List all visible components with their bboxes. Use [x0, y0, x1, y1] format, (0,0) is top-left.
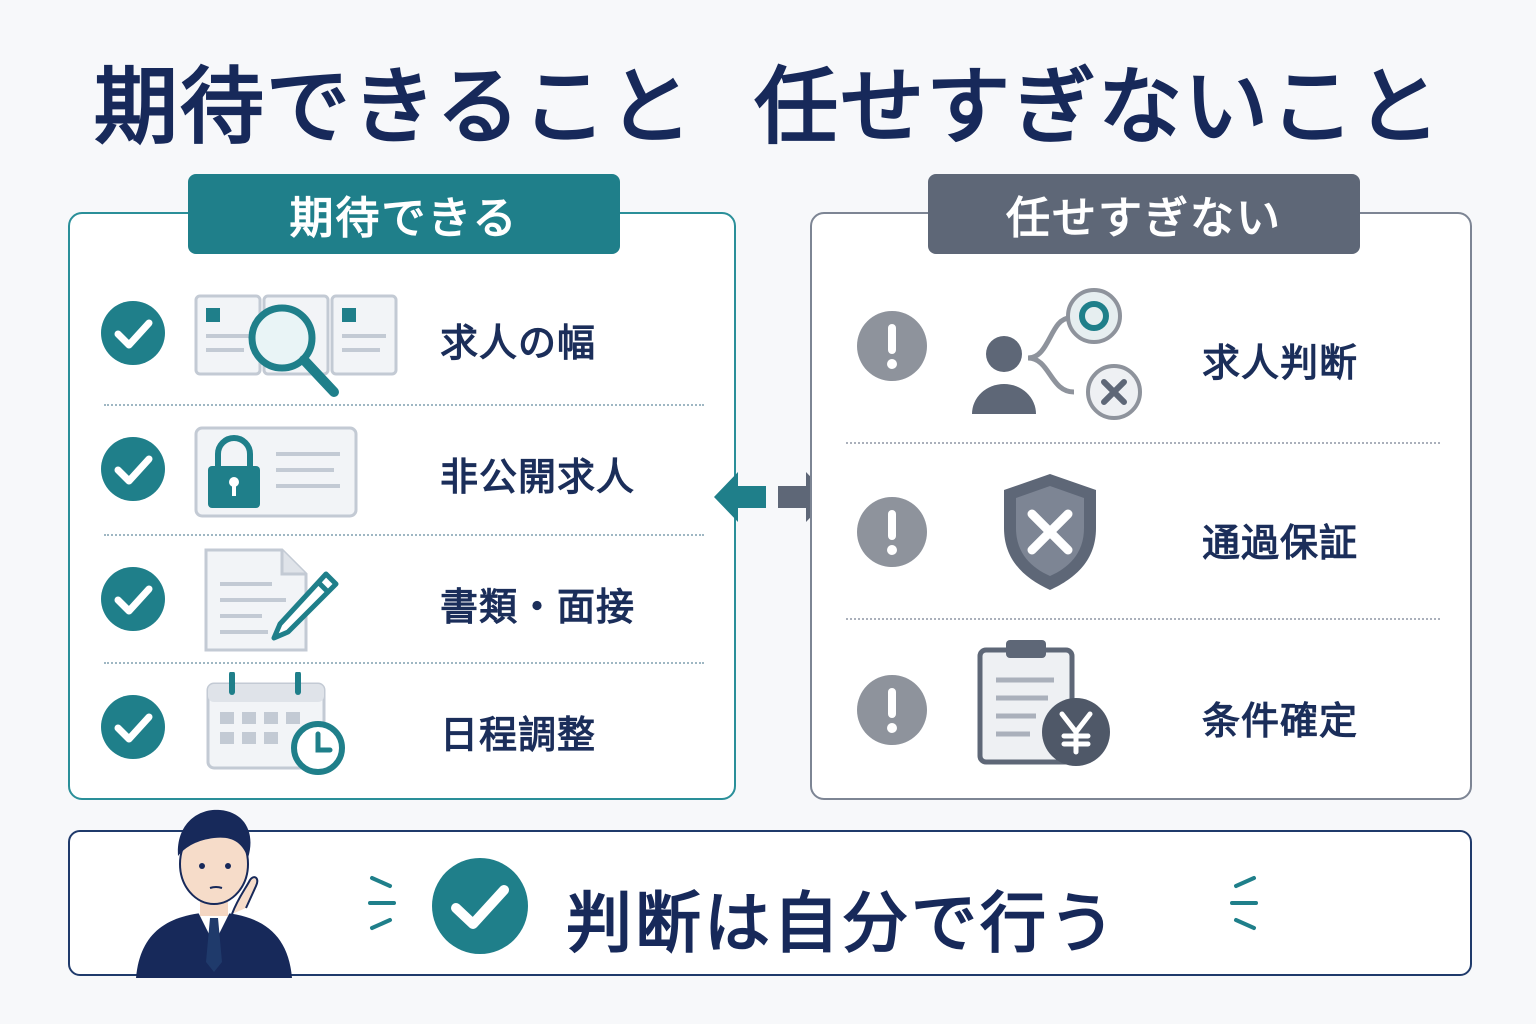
check-icon [101, 437, 165, 501]
expected-item-label: 日程調整 [440, 713, 597, 757]
check-icon [101, 567, 165, 631]
caution-item-pass-guarantee: 通過保証 [812, 464, 1470, 604]
not-delegate-panel: 任せすぎない 求人判断 通 [810, 174, 1472, 800]
conclusion-text: 判断は自分で行う [566, 885, 1118, 962]
clipboard-yen-icon [977, 640, 1110, 766]
expected-item-label: 求人の幅 [440, 321, 597, 365]
emphasis-marks-right-icon [1230, 876, 1258, 930]
expected-item-hidden-jobs: 非公開求人 [70, 420, 734, 540]
expected-panel-header: 期待できる [188, 174, 620, 254]
job-listings-search-icon [194, 294, 398, 397]
title-not-delegate: 任せすぎないこと [754, 58, 1443, 156]
caution-item-label: 条件確定 [1202, 699, 1359, 743]
expected-item-label: 書類・面接 [440, 585, 636, 629]
locked-listing-icon [194, 426, 358, 518]
expected-item-scheduling: 日程調整 [70, 672, 734, 798]
check-icon [101, 301, 165, 365]
businessman-thinking-illustration [136, 809, 292, 978]
person-decision-icon [972, 288, 1142, 420]
expected-item-label: 非公開求人 [440, 455, 636, 499]
expected-item-docs-interview: 書類・面接 [70, 548, 734, 670]
divider [846, 618, 1440, 620]
title-expected: 期待できること [93, 58, 695, 156]
expected-panel: 期待できる 求人の幅 [68, 174, 736, 800]
shield-x-icon [1004, 474, 1096, 590]
divider [104, 534, 704, 536]
not-delegate-panel-header: 任せすぎない [928, 174, 1360, 254]
divider [846, 442, 1440, 444]
exclamation-icon [857, 497, 927, 567]
caution-item-label: 通過保証 [1202, 521, 1359, 565]
divider [104, 404, 704, 406]
divider [104, 662, 704, 664]
exclamation-icon [857, 675, 927, 745]
exclamation-icon [857, 311, 927, 381]
expected-item-job-range: 求人の幅 [70, 284, 734, 404]
emphasis-marks-left-icon [368, 876, 396, 930]
calendar-clock-icon [206, 672, 345, 775]
check-icon [101, 695, 165, 759]
caution-item-conditions: 条件確定 [812, 634, 1470, 784]
page-title: 期待できること任せすぎないこと [0, 40, 1536, 161]
document-pen-icon [204, 548, 339, 652]
caution-item-label: 求人判断 [1202, 341, 1359, 385]
caution-item-job-judgment: 求人判断 [812, 288, 1470, 428]
conclusion-check-icon [432, 858, 528, 954]
